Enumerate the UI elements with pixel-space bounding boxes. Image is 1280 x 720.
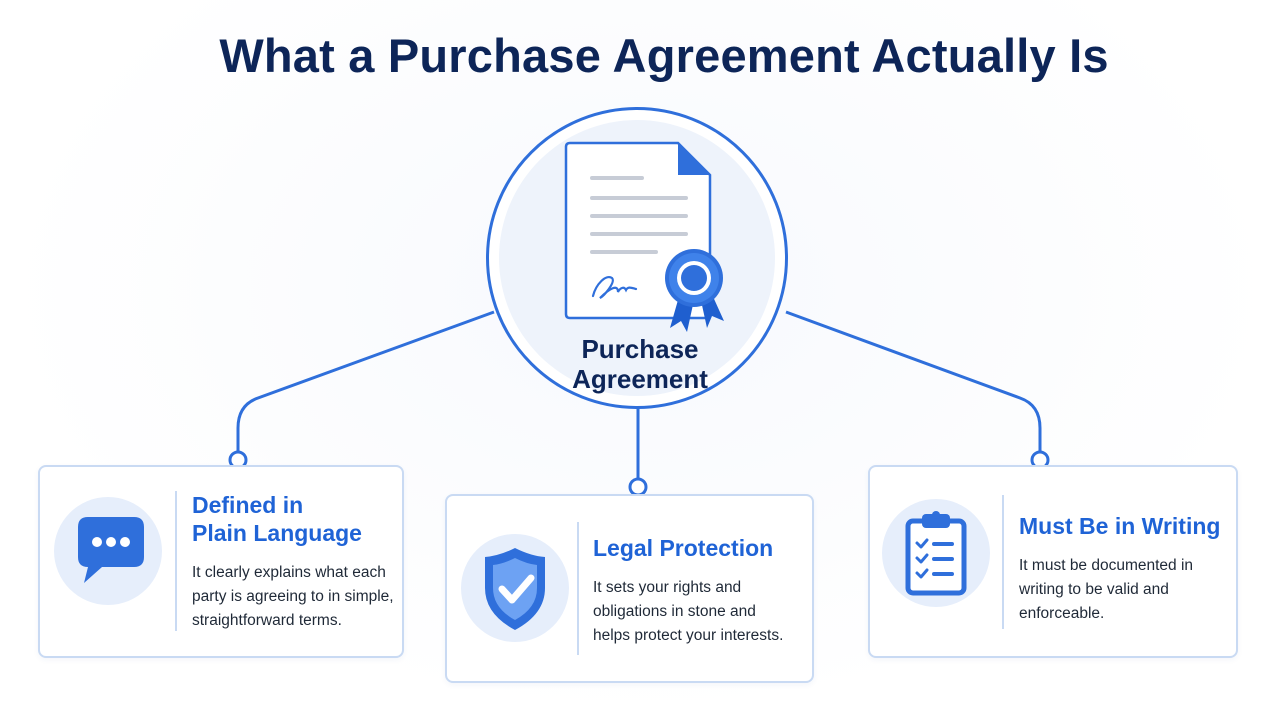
clipboard-checklist-icon: [882, 499, 990, 607]
card-divider: [175, 491, 177, 631]
card-plain-language: Defined in Plain Language It clearly exp…: [38, 465, 404, 658]
card-description: It must be documented in writing to be v…: [1019, 554, 1193, 626]
card-must-be-in-writing: Must Be in Writing It must be documented…: [868, 465, 1238, 658]
card-desc-line: It sets your rights and: [593, 579, 742, 596]
hub-circle: [486, 107, 788, 409]
shield-check-icon: [461, 534, 569, 642]
card-description: It clearly explains what each party is a…: [192, 561, 394, 633]
card-title: Legal Protection: [593, 535, 774, 561]
card-desc-line: obligations in stone and: [593, 603, 756, 620]
card-legal-protection: Legal Protection It sets your rights and…: [445, 494, 814, 683]
card-desc-line: It must be documented in: [1019, 557, 1194, 574]
card-divider: [577, 522, 579, 655]
card-desc-line: party is agreeing to in simple,: [192, 588, 394, 605]
card-description: It sets your rights and obligations in s…: [593, 576, 783, 648]
card-title-line2: Plain Language: [192, 520, 362, 546]
connector-node-center: [628, 477, 648, 497]
page-title: What a Purchase Agreement Actually Is: [219, 29, 1109, 82]
card-title: Defined in Plain Language: [192, 491, 362, 547]
card-desc-line: helps protect your interests.: [593, 627, 784, 644]
hub-label-line2: Agreement: [572, 364, 708, 394]
card-title: Must Be in Writing: [1019, 513, 1221, 539]
card-title-line1: Defined in: [192, 492, 304, 518]
card-desc-line: It clearly explains what each: [192, 564, 386, 581]
hub-label: Purchase Agreement: [540, 334, 740, 394]
connector-right: [785, 310, 1042, 452]
hub-label-line1: Purchase: [581, 334, 699, 364]
card-desc-line: straightforward terms.: [192, 612, 342, 629]
chat-bubble-icon: [54, 497, 162, 605]
card-desc-line: writing to be valid and: [1019, 581, 1169, 598]
connector-left: [236, 310, 495, 452]
card-divider: [1002, 495, 1004, 629]
card-desc-line: enforceable.: [1019, 605, 1105, 622]
document-with-award-ribbon-icon: [564, 141, 724, 332]
